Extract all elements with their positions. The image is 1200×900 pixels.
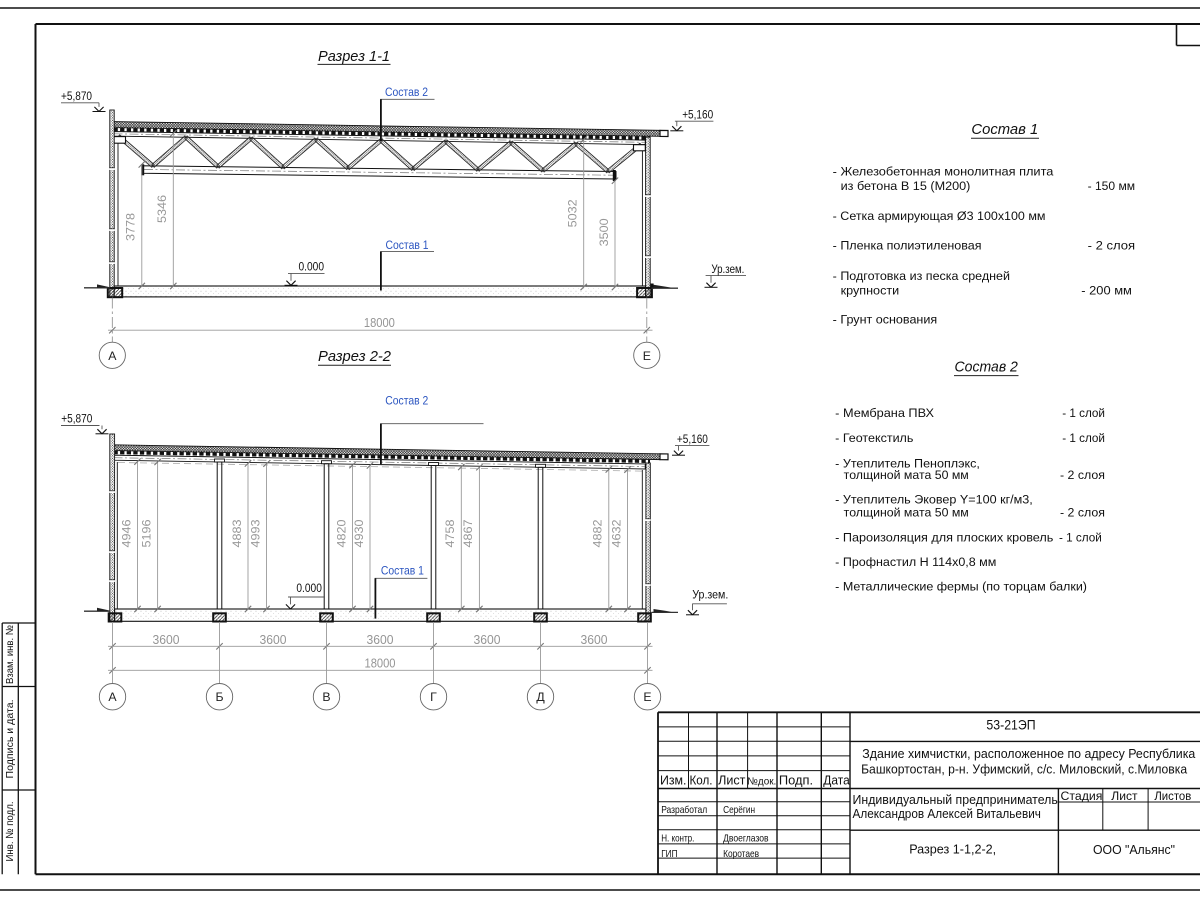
svg-text:- 2 слоя: - 2 слоя <box>1060 468 1105 482</box>
svg-text:Е: Е <box>643 349 651 363</box>
svg-text:№док.: №док. <box>747 777 776 788</box>
svg-text:4632: 4632 <box>609 520 623 548</box>
svg-text:- 1 слой: - 1 слой <box>1062 431 1105 445</box>
svg-text:Серёгин: Серёгин <box>723 805 755 816</box>
svg-text:Состав 1: Состав 1 <box>386 238 429 252</box>
svg-text:4883: 4883 <box>230 519 244 547</box>
svg-text:крупности: крупности <box>841 284 900 298</box>
svg-text:4882: 4882 <box>591 520 605 548</box>
svg-text:18000: 18000 <box>365 656 396 671</box>
svg-text:Дата: Дата <box>823 773 850 788</box>
svg-text:Стадия: Стадия <box>1061 789 1103 803</box>
svg-text:0.000: 0.000 <box>296 581 322 595</box>
svg-text:Н. контр.: Н. контр. <box>661 834 694 845</box>
svg-text:18000: 18000 <box>364 315 395 330</box>
svg-text:+5,160: +5,160 <box>682 107 713 121</box>
svg-text:- Утеплитель Пеноплэкс,: - Утеплитель Пеноплэкс, <box>835 457 980 471</box>
svg-text:- Пленка полиэтиленовая: - Пленка полиэтиленовая <box>833 239 982 253</box>
svg-text:Ур.зем.: Ур.зем. <box>711 262 744 276</box>
svg-text:Состав 2: Состав 2 <box>385 85 428 99</box>
svg-text:Состав 2: Состав 2 <box>955 359 1019 376</box>
svg-text:Е: Е <box>643 690 651 704</box>
svg-text:А: А <box>108 690 117 704</box>
svg-text:Состав 2: Состав 2 <box>385 394 428 408</box>
svg-text:- Подготовка из песка средней: - Подготовка из песка средней <box>833 269 1010 283</box>
svg-text:- 150 мм: - 150 мм <box>1088 179 1136 193</box>
svg-text:Разрез 1-1: Разрез 1-1 <box>318 48 390 65</box>
svg-text:Кол.: Кол. <box>690 773 713 788</box>
svg-text:Б: Б <box>215 690 223 704</box>
svg-text:- Металлические фермы (по торц: - Металлические фермы (по торцам балки) <box>835 580 1087 594</box>
svg-text:4867: 4867 <box>461 520 475 548</box>
svg-text:Ур.зем.: Ур.зем. <box>692 587 728 601</box>
svg-text:3778: 3778 <box>124 213 138 241</box>
svg-text:0.000: 0.000 <box>299 259 325 273</box>
svg-text:3600: 3600 <box>153 632 180 647</box>
svg-text:Подпись и дата.: Подпись и дата. <box>5 700 16 779</box>
svg-text:4946: 4946 <box>119 519 133 547</box>
svg-text:- Сетка армирующая Ø3 100х100: - Сетка армирующая Ø3 100х100 мм <box>833 209 1046 223</box>
svg-text:4993: 4993 <box>248 519 262 547</box>
svg-text:+5,160: +5,160 <box>677 432 708 446</box>
svg-text:- 2 слоя: - 2 слоя <box>1060 506 1105 520</box>
svg-text:Подп.: Подп. <box>779 773 813 788</box>
svg-text:Инв. № подл.: Инв. № подл. <box>5 802 16 862</box>
svg-text:- 200 мм: - 200 мм <box>1081 284 1132 298</box>
svg-text:- Пароизоляция для плоских кро: - Пароизоляция для плоских кровель <box>835 531 1053 545</box>
svg-text:из бетона В 15 (М200): из бетона В 15 (М200) <box>841 179 971 193</box>
svg-text:толщиной мата 50 мм: толщиной мата 50 мм <box>844 506 969 520</box>
svg-text:4930: 4930 <box>352 519 366 547</box>
svg-text:4820: 4820 <box>334 519 348 547</box>
svg-text:+5,870: +5,870 <box>61 89 92 103</box>
svg-text:Разрез 2-2: Разрез 2-2 <box>318 348 392 365</box>
svg-text:толщиной мата 50 мм: толщиной мата 50 мм <box>844 468 969 482</box>
svg-text:ГИП: ГИП <box>661 849 677 860</box>
svg-text:Коротаев: Коротаев <box>723 849 759 860</box>
svg-text:А: А <box>108 349 117 363</box>
svg-text:Разработал: Разработал <box>661 804 707 816</box>
svg-text:Изм.: Изм. <box>660 773 687 788</box>
svg-text:53-21ЭП: 53-21ЭП <box>986 717 1035 732</box>
svg-text:- Геотекстиль: - Геотекстиль <box>835 431 913 445</box>
svg-text:Состав 1: Состав 1 <box>971 121 1038 138</box>
svg-text:3600: 3600 <box>367 632 394 647</box>
svg-text:5032: 5032 <box>566 199 580 227</box>
svg-text:3600: 3600 <box>581 632 608 647</box>
svg-text:Состав 1: Состав 1 <box>381 564 424 578</box>
svg-text:Разрез 1-1,2-2,: Разрез 1-1,2-2, <box>909 842 996 857</box>
svg-text:5196: 5196 <box>139 519 153 547</box>
svg-text:- 2 слоя: - 2 слоя <box>1088 239 1136 253</box>
svg-text:Александров Алексей Витальевич: Александров Алексей Витальевич <box>853 807 1041 821</box>
svg-text:Взам. инв. №: Взам. инв. № <box>5 625 16 684</box>
svg-text:Листов: Листов <box>1154 789 1191 803</box>
svg-text:3600: 3600 <box>474 632 501 647</box>
svg-text:Лист: Лист <box>718 773 745 788</box>
svg-text:Здание химчистки, расположенн: Здание химчистки, расположенное по адрес… <box>862 746 1196 761</box>
svg-text:3600: 3600 <box>260 632 287 647</box>
svg-text:Лист: Лист <box>1111 789 1138 803</box>
svg-text:4758: 4758 <box>443 519 457 547</box>
svg-text:Башкортостан, р-н. Уфимский, с: Башкортостан, р-н. Уфимский, с/с. Миловс… <box>861 762 1188 777</box>
svg-text:- Железобетонная монолитная п: - Железобетонная монолитная плита <box>833 164 1054 178</box>
svg-text:Д: Д <box>536 690 545 704</box>
svg-text:+5,870: +5,870 <box>61 412 92 426</box>
svg-text:5346: 5346 <box>155 195 169 223</box>
svg-text:- Грунт основания: - Грунт основания <box>833 313 938 327</box>
svg-text:- 1 слой: - 1 слой <box>1062 406 1105 420</box>
svg-text:- Профнастил Н 114х0,8 мм: - Профнастил Н 114х0,8 мм <box>835 555 996 569</box>
svg-text:- Утеплитель Эковер Y=100 кг/м: - Утеплитель Эковер Y=100 кг/м3, <box>835 493 1033 507</box>
svg-text:Индивидуальный предприниматель: Индивидуальный предприниматель <box>853 793 1059 807</box>
svg-text:- Мембрана ПВХ: - Мембрана ПВХ <box>835 406 934 420</box>
svg-text:В: В <box>322 690 330 704</box>
svg-text:- 1 слой: - 1 слой <box>1059 531 1102 545</box>
svg-text:Г: Г <box>430 690 437 704</box>
svg-text:ООО "Альянс": ООО "Альянс" <box>1093 842 1175 857</box>
svg-text:3500: 3500 <box>597 218 611 246</box>
svg-text:Двоеглазов: Двоеглазов <box>723 834 769 845</box>
